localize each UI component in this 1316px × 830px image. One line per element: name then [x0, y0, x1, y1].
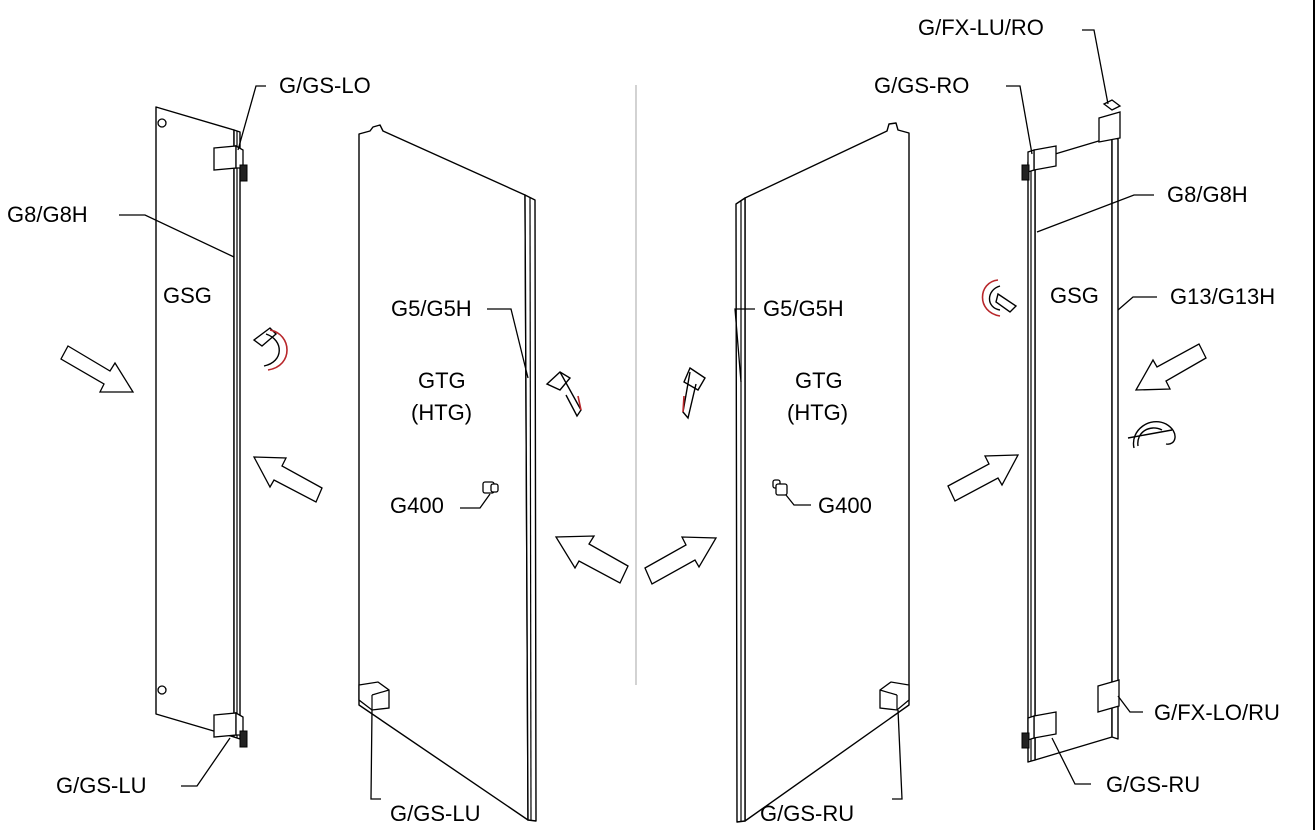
- g8-seal-profile-right: [981, 279, 1018, 317]
- leader-gs-ru-inner: [892, 709, 903, 800]
- left-top-hinge: [213, 144, 248, 182]
- leader-fx-lo-ru: [1117, 695, 1143, 713]
- left-side-panel: [155, 106, 241, 740]
- leader-fx-lu-ro: [1082, 29, 1109, 105]
- leader-gs-lu-outer: [181, 737, 231, 787]
- leader-g13: [1117, 296, 1157, 311]
- left-bottom-hinge: [213, 711, 248, 748]
- label-gs-ru-outer: G/GS-RU: [1106, 772, 1200, 797]
- arrow-left-panel-in: [60, 345, 135, 393]
- right-top-hinge: [1021, 145, 1057, 181]
- label-g5-left: G5/G5H: [391, 296, 472, 321]
- right-side-panel: [1027, 136, 1119, 763]
- leader-g5-left: [487, 308, 529, 379]
- leader-gs-lo: [237, 85, 266, 151]
- leader-gs-ru-outer: [1051, 737, 1091, 785]
- leader-g5-right: [734, 308, 755, 383]
- right-door-bottom-hinge: [879, 681, 910, 711]
- arrow-right-door: [644, 536, 718, 585]
- left-door-panel: [358, 124, 537, 822]
- label-g8-right: G8/G8H: [1167, 182, 1248, 207]
- label-gs-ru-inner: G/GS-RU: [760, 801, 854, 826]
- g5-seal-profile-right: [682, 366, 706, 420]
- g400-knob-right: [772, 479, 788, 496]
- arrow-right-panel-out: [1134, 343, 1207, 391]
- right-top-fixing: [1098, 99, 1122, 143]
- label-htg-right: (HTG): [787, 400, 848, 425]
- arrow-left-door: [554, 535, 629, 584]
- label-fx-lu-ro: G/FX-LU/RO: [918, 15, 1044, 40]
- leader-gs-ro: [1006, 85, 1033, 155]
- right-bottom-fixing: [1097, 679, 1120, 713]
- g13-seal-profile: [1127, 421, 1176, 449]
- label-fx-lo-ru: G/FX-LO/RU: [1154, 700, 1280, 725]
- label-g13: G13/G13H: [1170, 284, 1275, 309]
- g5-seal-profile-left: [545, 371, 582, 418]
- label-g8-left: G8/G8H: [7, 202, 88, 227]
- arrow-left-panel-out: [252, 456, 323, 503]
- label-g400-left: G400: [390, 493, 444, 518]
- label-gs-lo: G/GS-LO: [279, 73, 371, 98]
- leader-g8-left: [119, 214, 235, 258]
- label-htg-left: (HTG): [411, 400, 472, 425]
- label-gs-ro: G/GS-RO: [874, 73, 969, 98]
- label-gtg-right: GTG: [795, 368, 843, 393]
- leader-gs-lu-inner: [370, 709, 381, 800]
- leader-g400-right: [785, 494, 811, 506]
- label-gs-lu-inner: G/GS-LU: [390, 801, 480, 826]
- right-bottom-hinge: [1021, 711, 1057, 749]
- label-gsg-right: GSG: [1050, 283, 1099, 308]
- label-g5-right: G5/G5H: [763, 296, 844, 321]
- label-gtg-left: GTG: [418, 368, 466, 393]
- label-gsg-left: GSG: [163, 283, 212, 308]
- leader-g8-right: [1036, 194, 1154, 233]
- right-door-panel: [735, 122, 910, 823]
- g8-seal-profile-left: [252, 327, 288, 371]
- left-door-bottom-hinge: [358, 681, 390, 711]
- leader-g400-left: [460, 493, 491, 509]
- g400-knob-left: [482, 481, 499, 494]
- label-gs-lu-outer: G/GS-LU: [56, 773, 146, 798]
- label-g400-right: G400: [818, 493, 872, 518]
- arrow-right-panel-in: [947, 454, 1020, 502]
